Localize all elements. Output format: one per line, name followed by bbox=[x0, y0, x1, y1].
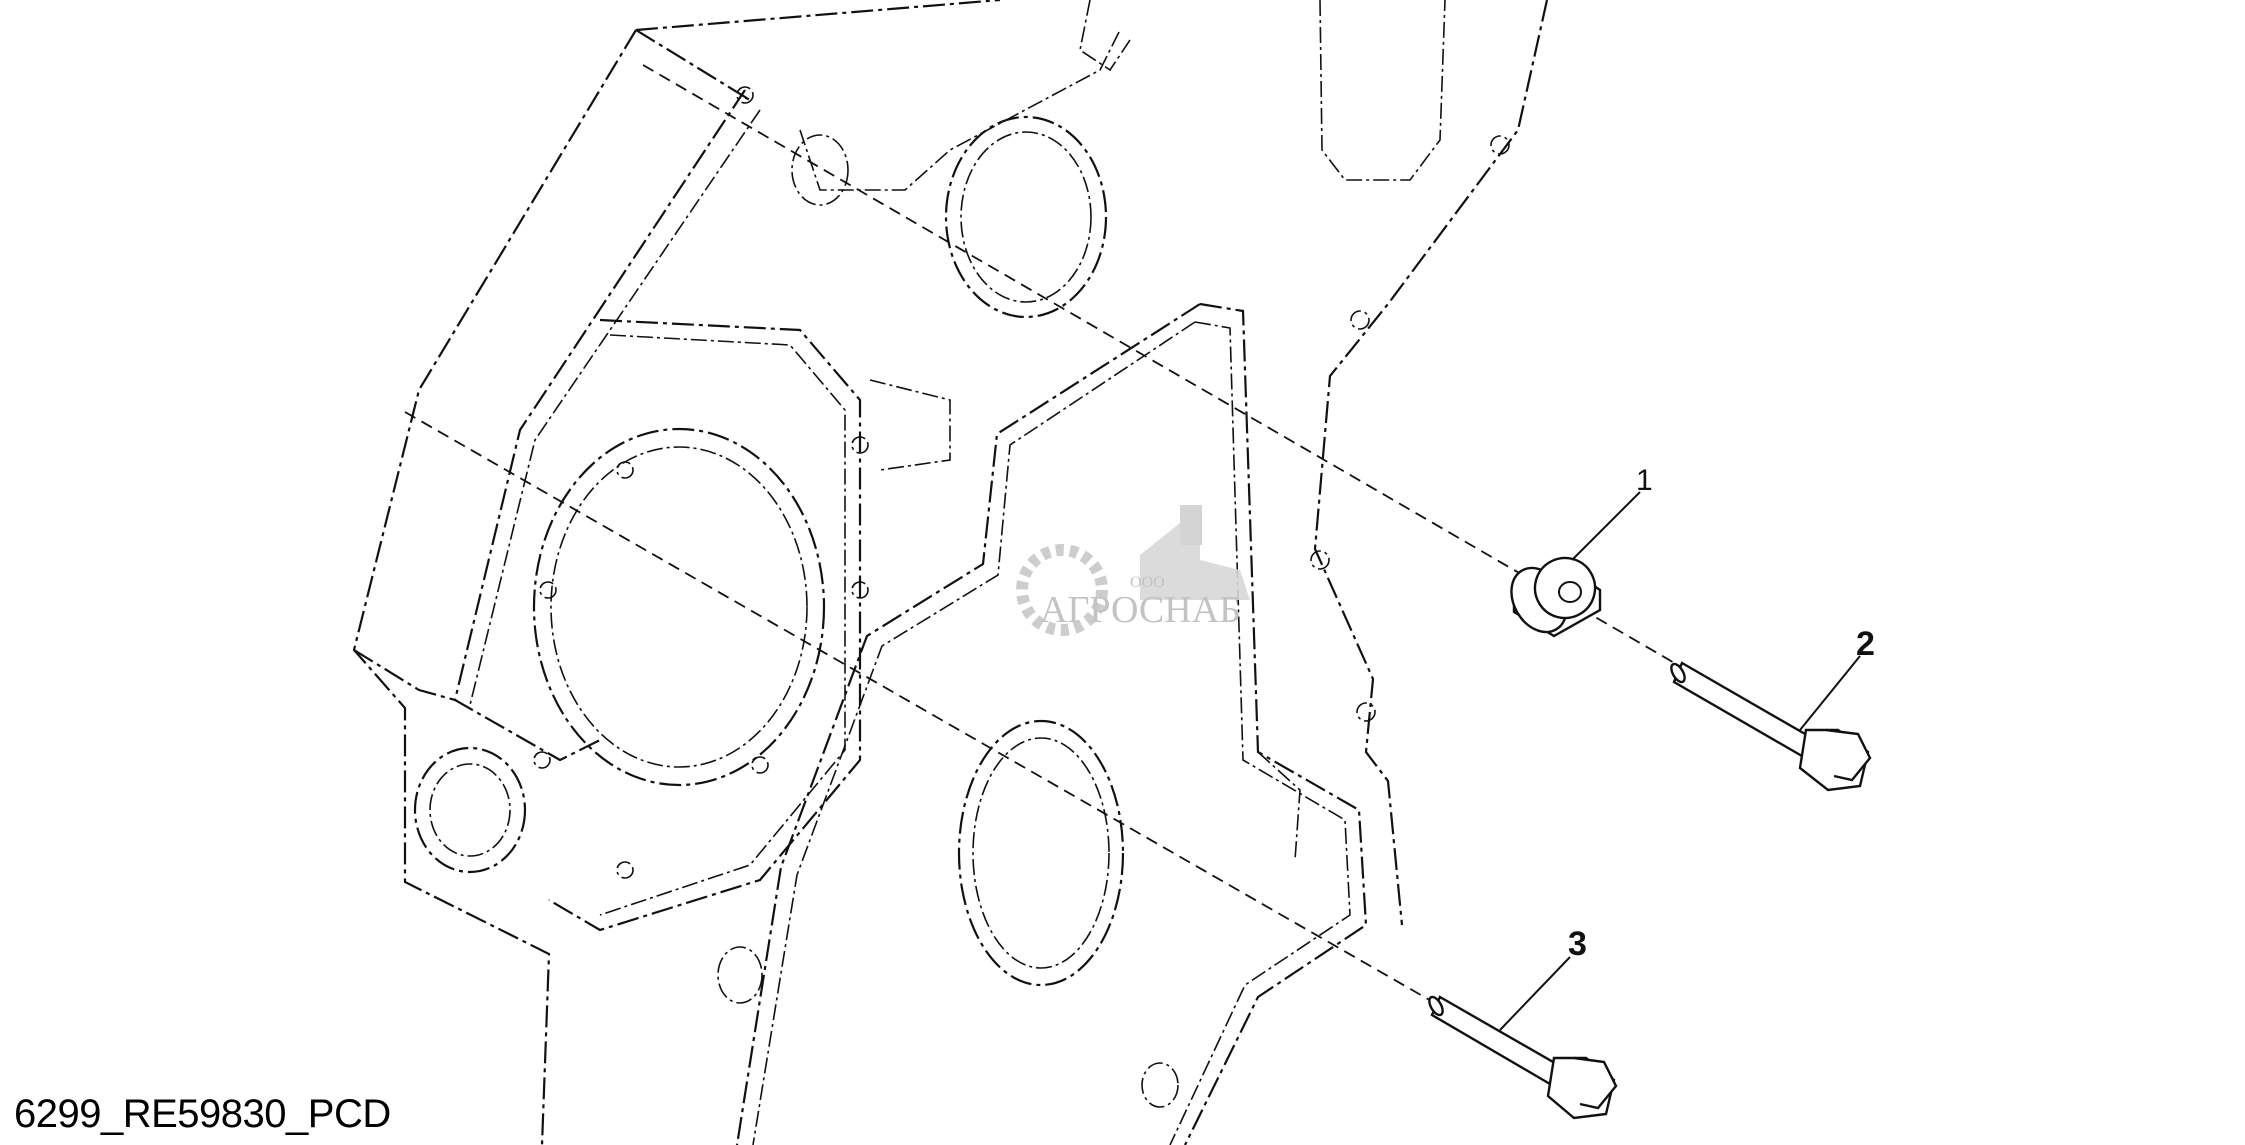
callout-3: 3 bbox=[1568, 925, 1587, 963]
part-3-bolt bbox=[1428, 995, 1618, 1120]
assembly-axis-lower bbox=[404, 411, 1441, 1007]
part-1-spacer bbox=[1510, 556, 1602, 638]
leader-1 bbox=[1571, 491, 1641, 561]
assembly-axis-upper bbox=[642, 64, 1691, 673]
left-housing bbox=[352, 0, 1121, 1145]
front-cover-plate bbox=[717, 302, 1368, 1145]
svg-text:ООО: ООО bbox=[1130, 574, 1165, 591]
leader-3 bbox=[1499, 956, 1571, 1031]
watermark-logo: ООО АГРОСНАБ bbox=[1016, 505, 1250, 636]
leader-2 bbox=[1799, 655, 1861, 731]
callout-1: 1 bbox=[1636, 464, 1653, 497]
rear-plate bbox=[1079, 0, 1549, 926]
part-2-bolt bbox=[1670, 661, 1872, 792]
svg-text:АГРОСНАБ: АГРОСНАБ bbox=[1040, 589, 1241, 631]
callout-2: 2 bbox=[1856, 625, 1875, 663]
figure-caption: 6299_RE59830_PCD bbox=[14, 1092, 391, 1136]
